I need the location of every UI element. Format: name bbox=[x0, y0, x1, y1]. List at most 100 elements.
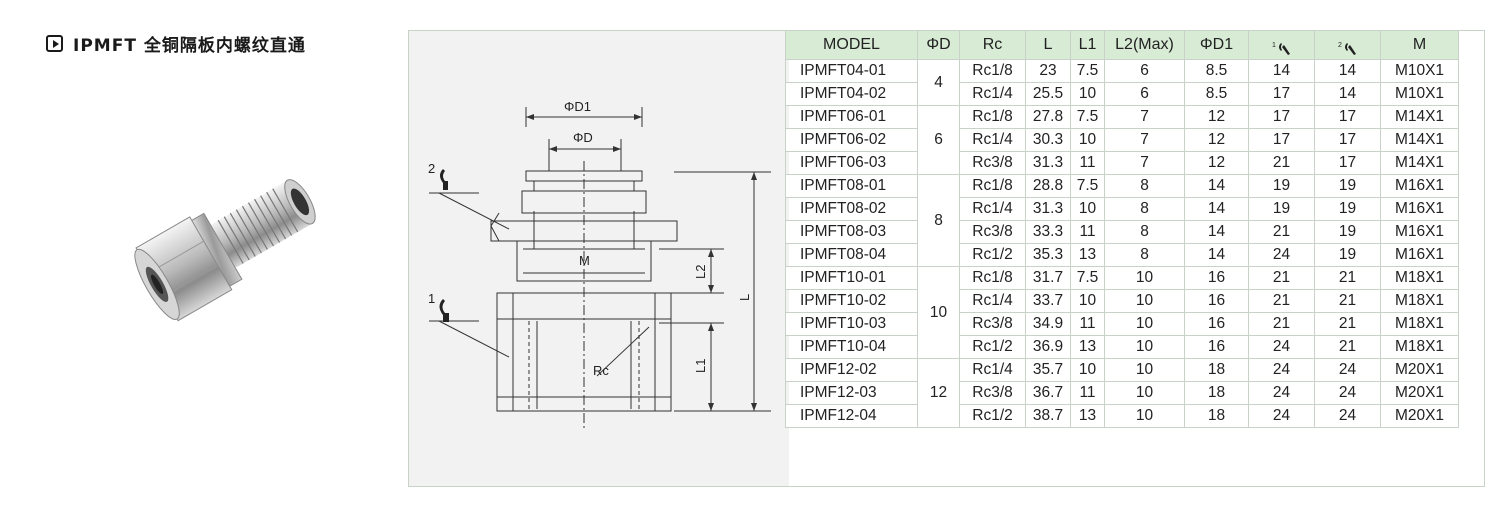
cell-rc: Rc1/8 bbox=[959, 266, 1026, 290]
cell-d1: 14 bbox=[1184, 243, 1249, 267]
cell-wrench2: 19 bbox=[1314, 174, 1381, 198]
wrench-icon bbox=[439, 169, 449, 322]
wrench1-index: 1 bbox=[1272, 42, 1276, 49]
cell-wrench2: 19 bbox=[1314, 243, 1381, 267]
cell-l1: 7.5 bbox=[1070, 59, 1105, 83]
cell-wrench2: 19 bbox=[1314, 197, 1381, 221]
technical-drawing: ΦD1 ΦD M Rc 2 1 L2 L L1 bbox=[409, 31, 789, 486]
cell-l: 36.7 bbox=[1025, 381, 1071, 405]
cell-wrench2: 17 bbox=[1314, 151, 1381, 175]
drawing-label-wrench1: 1 bbox=[428, 291, 435, 306]
cell-rc: Rc1/4 bbox=[959, 128, 1026, 152]
cell-l2: 10 bbox=[1104, 358, 1185, 382]
cell-m: M18X1 bbox=[1380, 335, 1459, 359]
col-m: M bbox=[1380, 30, 1459, 60]
drawing-label-l1: L1 bbox=[693, 359, 708, 373]
cell-l: 33.7 bbox=[1025, 289, 1071, 313]
cell-l2: 7 bbox=[1104, 128, 1185, 152]
table-header-row: MODEL ΦD Rc L L1 L2(Max) ΦD1 1 2 M bbox=[785, 30, 1459, 60]
cell-rc: Rc3/8 bbox=[959, 312, 1026, 336]
cell-rc: Rc1/8 bbox=[959, 59, 1026, 83]
cell-l2: 8 bbox=[1104, 243, 1185, 267]
cell-d1: 16 bbox=[1184, 266, 1249, 290]
cell-d: 8 bbox=[917, 174, 960, 267]
cell-wrench1: 24 bbox=[1248, 381, 1315, 405]
cell-model: IPMFT04-02 bbox=[785, 82, 918, 106]
cell-d1: 14 bbox=[1184, 220, 1249, 244]
cell-wrench1: 21 bbox=[1248, 289, 1315, 313]
product-photo bbox=[134, 179, 316, 322]
cell-l1: 7.5 bbox=[1070, 266, 1105, 290]
cell-l1: 10 bbox=[1070, 197, 1105, 221]
col-wrench2: 2 bbox=[1314, 30, 1381, 60]
cell-wrench1: 24 bbox=[1248, 335, 1315, 359]
cell-m: M10X1 bbox=[1380, 59, 1459, 83]
cell-wrench1: 21 bbox=[1248, 220, 1315, 244]
cell-m: M16X1 bbox=[1380, 220, 1459, 244]
col-l1: L1 bbox=[1070, 30, 1105, 60]
cell-l2: 10 bbox=[1104, 381, 1185, 405]
play-icon bbox=[46, 35, 63, 52]
cell-m: M16X1 bbox=[1380, 243, 1459, 267]
cell-wrench1: 19 bbox=[1248, 174, 1315, 198]
cell-wrench1: 17 bbox=[1248, 128, 1315, 152]
cell-d1: 14 bbox=[1184, 197, 1249, 221]
cell-l1: 13 bbox=[1070, 335, 1105, 359]
cell-l1: 11 bbox=[1070, 312, 1105, 336]
cell-l: 34.9 bbox=[1025, 312, 1071, 336]
cell-wrench2: 21 bbox=[1314, 312, 1381, 336]
cell-d1: 16 bbox=[1184, 289, 1249, 313]
cell-l1: 13 bbox=[1070, 404, 1105, 428]
cell-d1: 12 bbox=[1184, 128, 1249, 152]
col-model: MODEL bbox=[785, 30, 918, 60]
cell-wrench2: 14 bbox=[1314, 82, 1381, 106]
cell-wrench2: 21 bbox=[1314, 289, 1381, 313]
cell-rc: Rc1/2 bbox=[959, 243, 1026, 267]
cell-d: 4 bbox=[917, 59, 960, 106]
cell-rc: Rc1/2 bbox=[959, 404, 1026, 428]
spec-panel: ΦD1 ΦD M Rc 2 1 L2 L L1 MODEL ΦD Rc L L1… bbox=[408, 30, 1485, 487]
cell-wrench2: 17 bbox=[1314, 128, 1381, 152]
cell-d1: 18 bbox=[1184, 404, 1249, 428]
cell-m: M20X1 bbox=[1380, 358, 1459, 382]
cell-l: 25.5 bbox=[1025, 82, 1071, 106]
cell-wrench2: 24 bbox=[1314, 404, 1381, 428]
cell-l2: 10 bbox=[1104, 404, 1185, 428]
cell-l: 31.3 bbox=[1025, 151, 1071, 175]
cell-l1: 10 bbox=[1070, 358, 1105, 382]
cell-l1: 10 bbox=[1070, 289, 1105, 313]
cell-model: IPMFT06-02 bbox=[785, 128, 918, 152]
cell-model: IPMFT08-04 bbox=[785, 243, 918, 267]
cell-rc: Rc1/4 bbox=[959, 289, 1026, 313]
cell-d: 10 bbox=[917, 266, 960, 359]
cell-wrench1: 21 bbox=[1248, 266, 1315, 290]
cell-rc: Rc3/8 bbox=[959, 151, 1026, 175]
cell-wrench1: 17 bbox=[1248, 105, 1315, 129]
wrench-icon bbox=[1278, 43, 1290, 55]
cell-model: IPMFT08-02 bbox=[785, 197, 918, 221]
cell-l: 31.3 bbox=[1025, 197, 1071, 221]
cell-d1: 12 bbox=[1184, 151, 1249, 175]
cell-l1: 7.5 bbox=[1070, 174, 1105, 198]
cell-model: IPMFT10-03 bbox=[785, 312, 918, 336]
cell-l2: 7 bbox=[1104, 151, 1185, 175]
cell-m: M14X1 bbox=[1380, 105, 1459, 129]
cell-model: IPMFT06-03 bbox=[785, 151, 918, 175]
cell-wrench2: 17 bbox=[1314, 105, 1381, 129]
cell-m: M10X1 bbox=[1380, 82, 1459, 106]
cell-wrench1: 21 bbox=[1248, 312, 1315, 336]
cell-wrench2: 24 bbox=[1314, 358, 1381, 382]
cell-l: 23 bbox=[1025, 59, 1071, 83]
cell-l: 36.9 bbox=[1025, 335, 1071, 359]
col-d: ΦD bbox=[917, 30, 960, 60]
cell-rc: Rc1/4 bbox=[959, 82, 1026, 106]
cell-l2: 6 bbox=[1104, 82, 1185, 106]
cell-l: 35.3 bbox=[1025, 243, 1071, 267]
title-text: IPMFT 全铜隔板内螺纹直通 bbox=[73, 36, 306, 56]
